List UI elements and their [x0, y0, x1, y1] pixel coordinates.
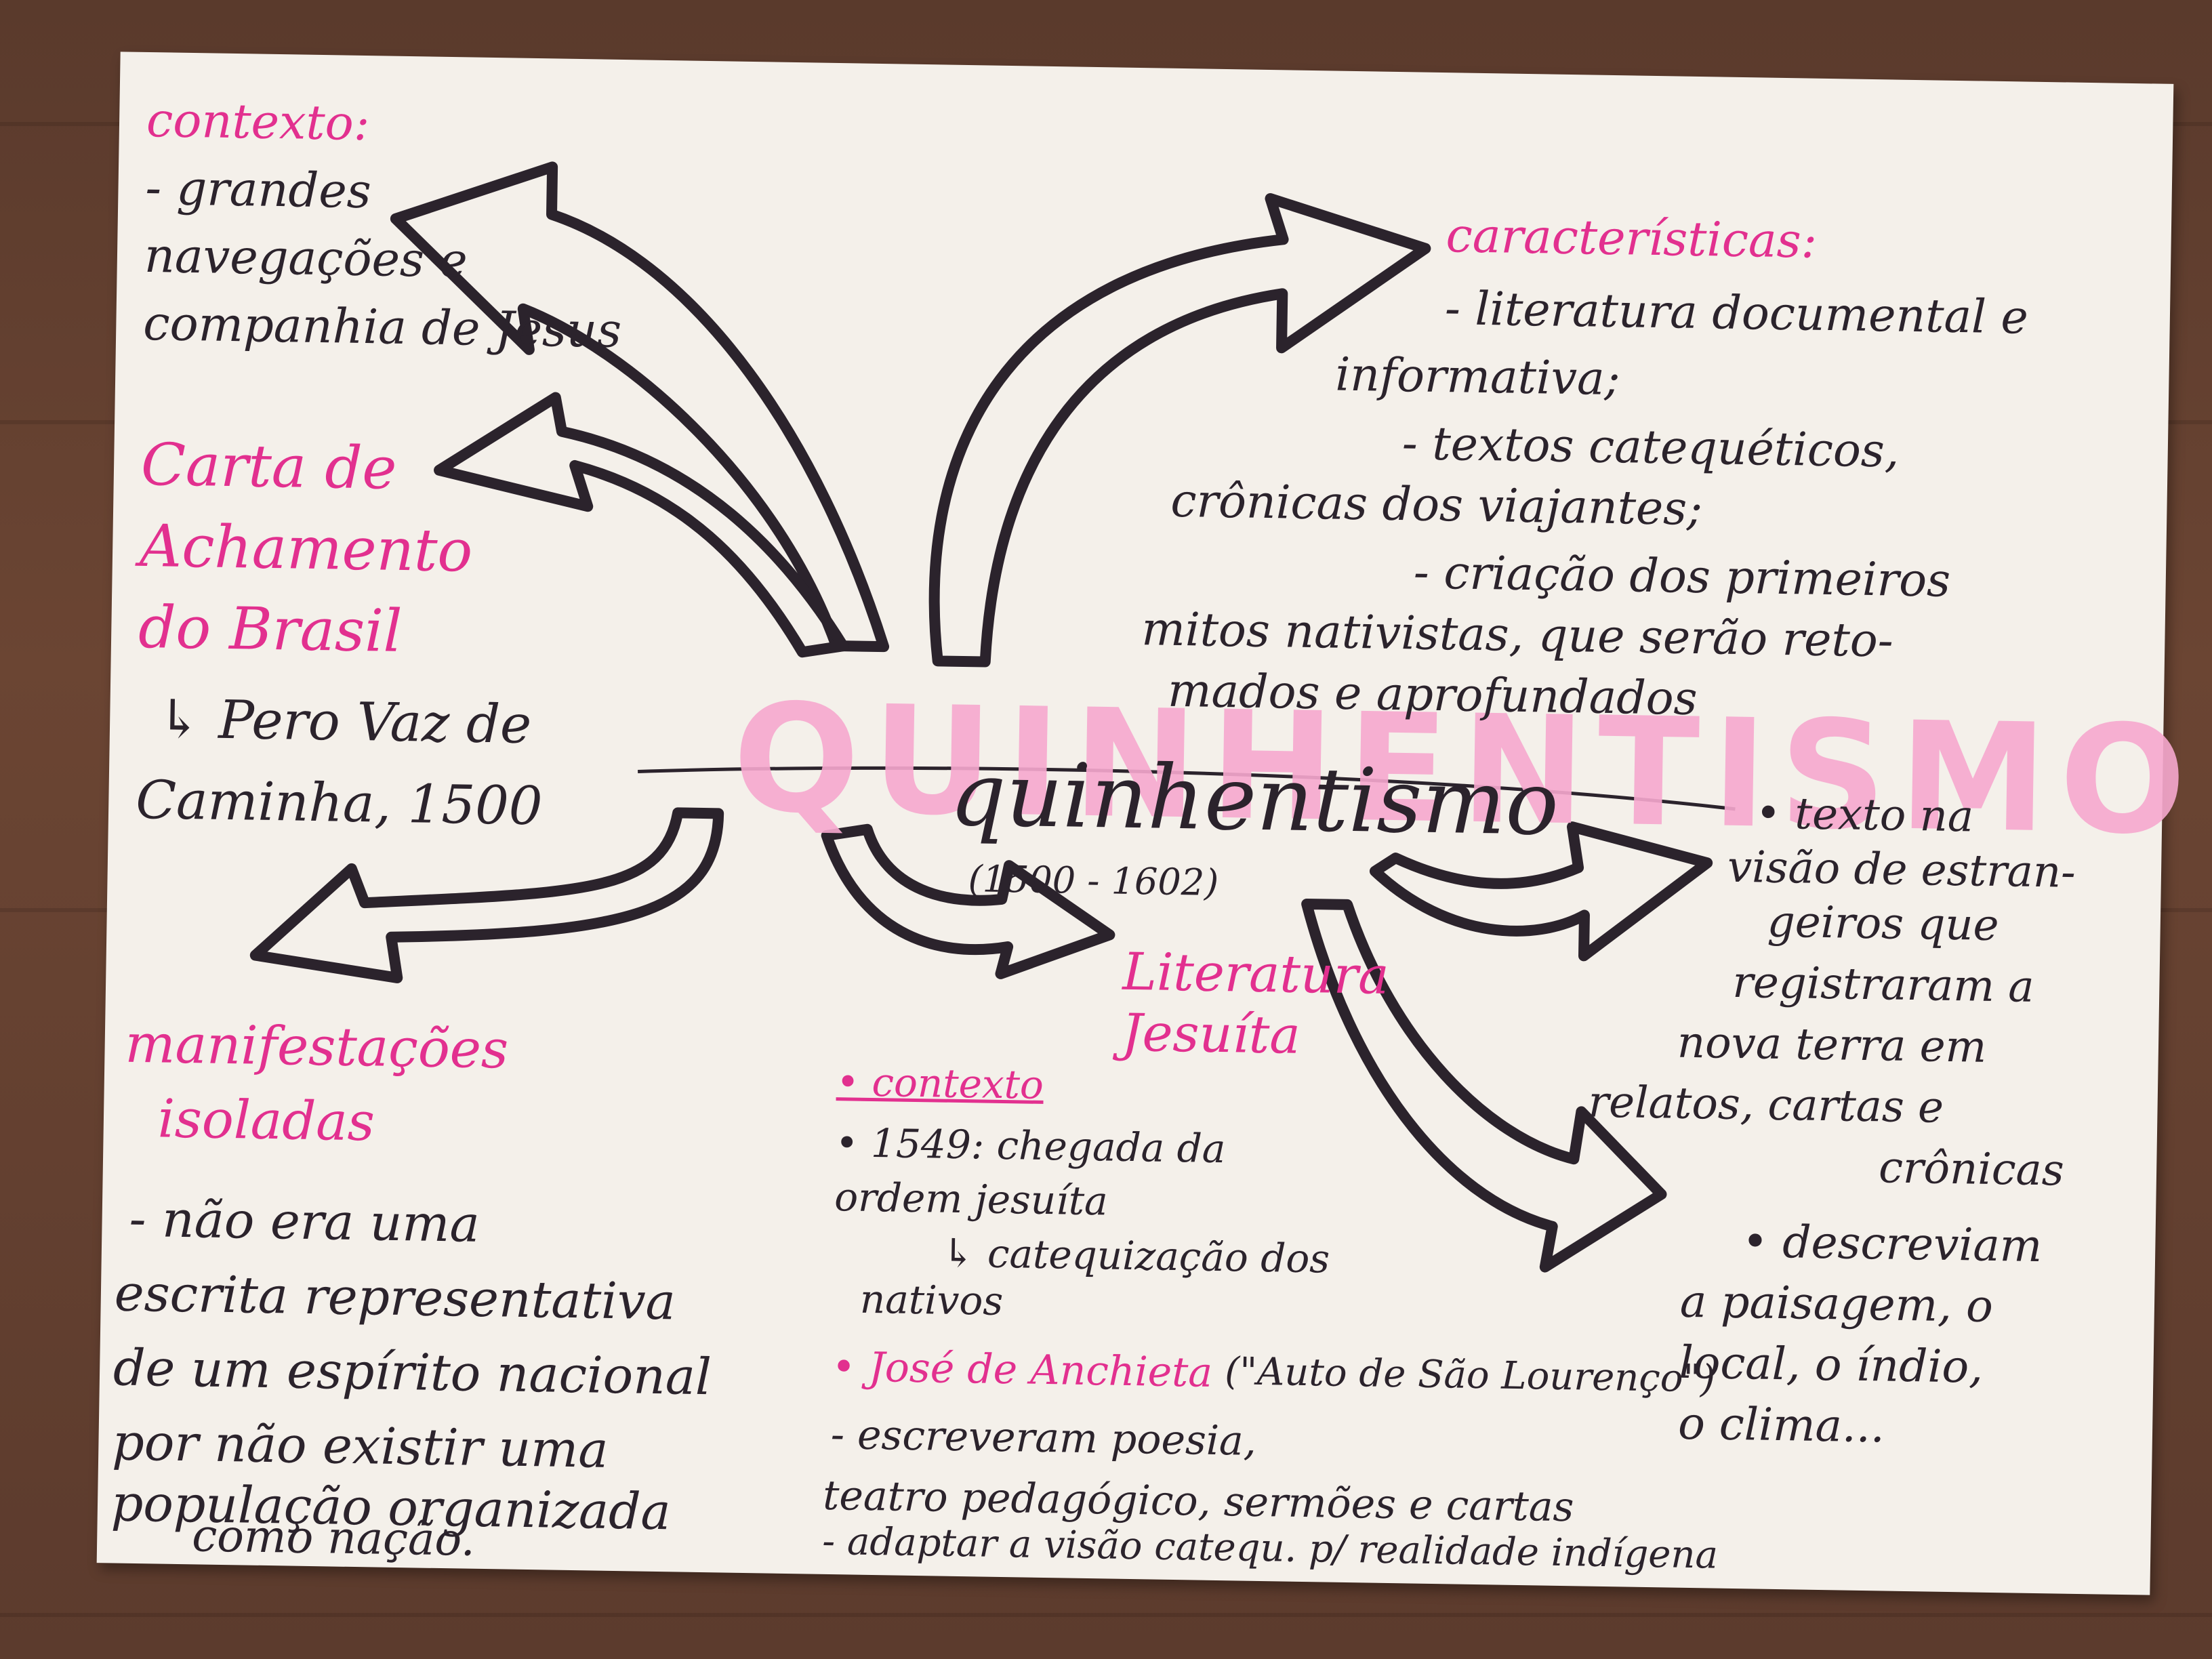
arrow-to-contexto [390, 161, 890, 653]
texto-visao-line-4: registraram a [1732, 957, 2035, 1012]
arrows-layer [249, 161, 1736, 1273]
caracteristicas-line-7: mados e aprofundados [1167, 663, 1698, 726]
manifestacoes-heading-2: isoladas [157, 1088, 375, 1153]
arrow-to-descreviam [1301, 898, 1667, 1273]
carta-heading-1: Carta de [140, 430, 398, 503]
jesuita-contexto-line-3: ↳ catequização dos [941, 1229, 1330, 1282]
jesuita-contexto-line-2: ordem jesuíta [834, 1174, 1109, 1225]
literatura-jesuita-heading-2: Jesuíta [1121, 1002, 1301, 1065]
arrow-to-carta [434, 392, 849, 658]
manifestacoes-heading-1: manifestações [124, 1013, 509, 1081]
texto-visao-line-1: • texto na [1755, 788, 1974, 842]
carta-author-1: ↳ Pero Vaz de [157, 689, 532, 756]
arrow-to-manifestacoes [249, 807, 724, 983]
manifestacoes-line-2: escrita representativa [114, 1264, 676, 1332]
caracteristicas-line-5: - criação dos primeiros [1413, 546, 1951, 608]
caracteristicas-line-2: informativa; [1334, 348, 1621, 407]
jesuita-contexto-label: • contexto [836, 1059, 1044, 1108]
caracteristicas-line-3: - textos catequéticos, [1401, 417, 1900, 478]
title-cursive: quinhentismo [949, 742, 1560, 855]
literatura-jesuita-heading-1: Literatura [1122, 941, 1390, 1006]
texto-visao-line-7: crônicas [1878, 1143, 2065, 1196]
title-baseline-line [638, 766, 1736, 811]
manifestacoes-line-6: como nação. [191, 1509, 476, 1566]
arrow-to-texto-visao [1369, 821, 1713, 962]
caracteristicas-line-1: - literatura documental e [1444, 282, 2029, 345]
anchieta-label: • José de Anchieta [831, 1343, 1213, 1397]
manifestacoes-line-4: por não existir uma [111, 1413, 609, 1479]
descreviam-line-2: a paisagem, o [1679, 1275, 1994, 1332]
manifestacoes-line-3: de um espírito nacional [112, 1338, 712, 1407]
arrow-to-literatura-jesuita [821, 823, 1115, 979]
mind-map-sheet: QUINHENTISMO quinhentismo (1500 - 1602) … [96, 52, 2200, 1595]
texto-visao-line-3: geiros que [1767, 897, 2000, 951]
carta-heading-3: do Brasil [138, 593, 403, 665]
jesuita-contexto-line-4: nativos [859, 1275, 1004, 1325]
texto-visao-line-2: visão de estran- [1727, 842, 2076, 898]
contexto-heading: contexto: [146, 91, 371, 152]
anchieta-work: ("Auto de São Lourenço") [1224, 1349, 1716, 1401]
descreviam-line-1: • descreviam [1741, 1215, 2043, 1273]
manifestacoes-line-1: - não era uma [128, 1189, 480, 1254]
descreviam-line-3: local, o índio, [1679, 1336, 1984, 1393]
carta-heading-2: Achamento [139, 512, 474, 586]
descreviam-line-4: o clima... [1677, 1397, 1885, 1453]
contexto-line-3: companhia de Jesus [142, 295, 622, 359]
jesuita-line-1: - escreveram poesia, [830, 1411, 1257, 1465]
contexto-line-1: - grandes [144, 159, 372, 220]
carta-author-2: Caminha, 1500 [135, 769, 544, 838]
jesuita-contexto-line-1: • 1549: chegada da [835, 1120, 1226, 1172]
caracteristicas-heading: características: [1446, 207, 1818, 269]
texto-visao-line-5: nova terra em [1677, 1017, 1987, 1073]
period-label: (1500 - 1602) [968, 857, 1219, 904]
contexto-line-2: navegações e [144, 227, 468, 289]
texto-visao-line-6: relatos, cartas e [1588, 1077, 1944, 1133]
caracteristicas-line-4: crônicas dos viajantes; [1170, 474, 1703, 537]
arrow-to-caracteristicas [928, 193, 1431, 668]
